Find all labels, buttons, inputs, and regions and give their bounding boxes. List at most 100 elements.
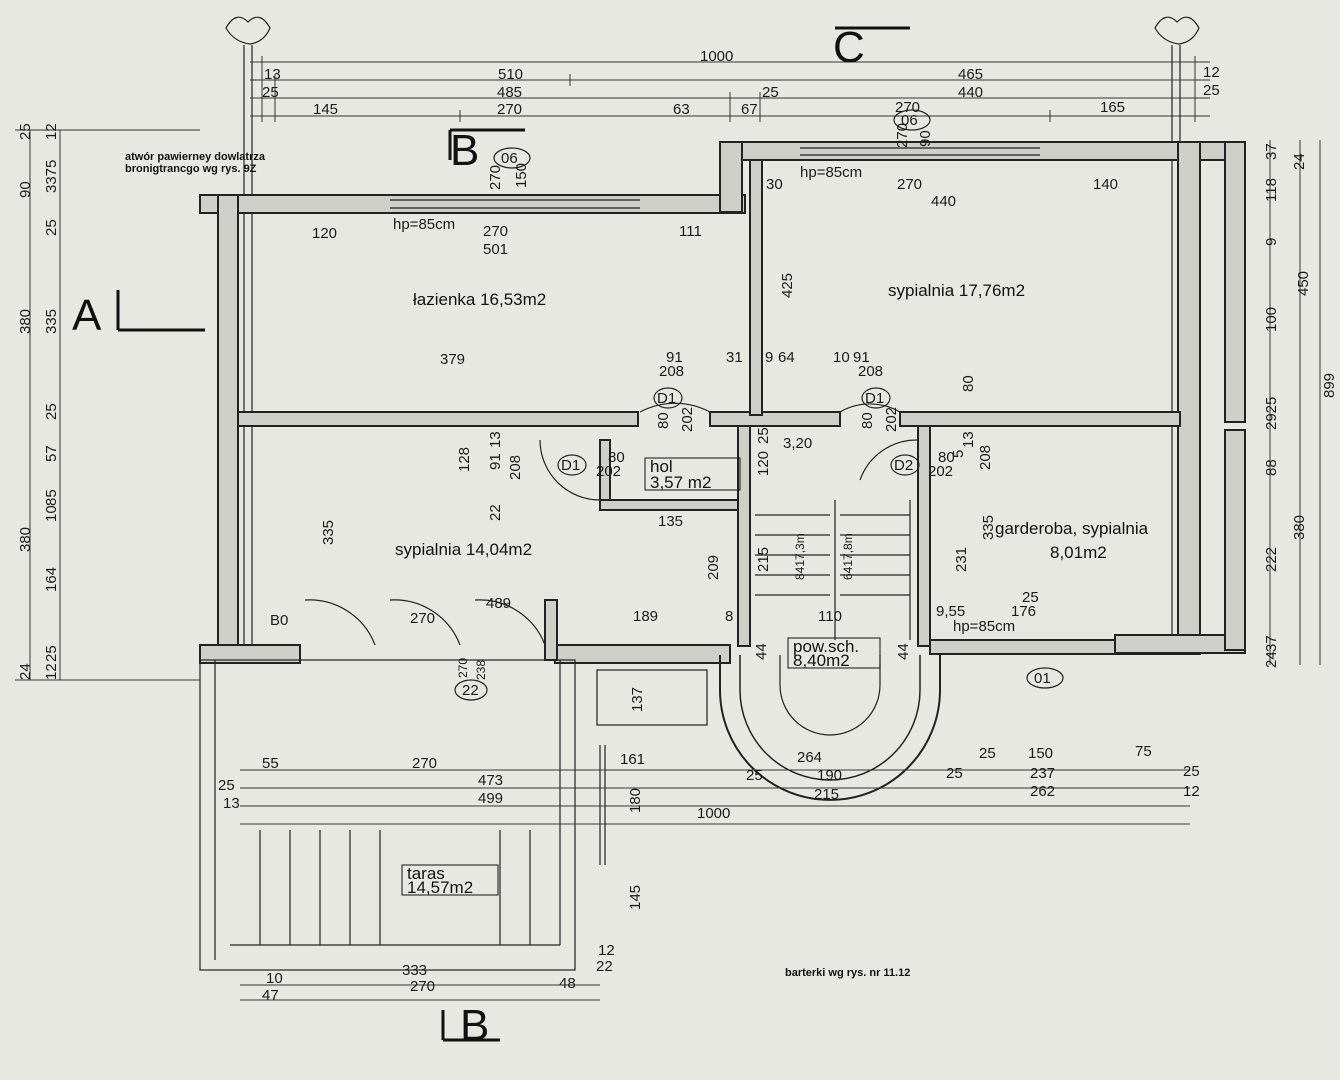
window-22-label: 22: [462, 682, 479, 699]
right-dimensions: 37 24 118 9 450 100 2925 88 380 222 37 2…: [1263, 143, 1338, 668]
dim-inner-31: 31: [726, 349, 743, 366]
dim-left-90: 90: [17, 181, 34, 198]
dim-inner-44b: 44: [895, 643, 912, 660]
room-hol-area: 3,57 m2: [650, 473, 711, 492]
dim-inner-202c: 202: [883, 407, 900, 432]
room-sypialnia-1: sypialnia 17,76m2: [888, 281, 1025, 300]
dim-bottom-145: 145: [627, 885, 644, 910]
dim-top-270b: 270: [895, 99, 920, 116]
dim-inner-80b: 80: [608, 449, 625, 466]
section-b-bottom-label: B: [460, 1001, 489, 1050]
room-pow-sch-area: 8,40m2: [793, 651, 850, 670]
staircase: [719, 500, 941, 801]
dim-top-25b: 25: [762, 84, 779, 101]
dim-inner-501: 501: [483, 241, 508, 258]
dim-inner-270c: 270: [410, 610, 435, 627]
dim-inner-25: 25: [755, 427, 772, 444]
dim-right-118: 118: [1263, 178, 1280, 202]
dim-inner-30: 30: [766, 176, 783, 193]
dim-window-150a: 150: [513, 163, 530, 188]
window-01-label: 01: [1034, 670, 1051, 687]
top-dimension-lines: [250, 56, 1210, 122]
room-garderoba-1: garderoba, sypialnia: [995, 519, 1149, 538]
dim-top-12: 12: [1203, 64, 1220, 81]
dim-inner-10: 10: [833, 349, 850, 366]
dim-bottom-25c: 25: [746, 767, 763, 784]
dim-inner-137: 137: [629, 687, 646, 712]
dim-inner-6417: 6417,8m: [841, 533, 855, 580]
dim-inner-140: 140: [1093, 176, 1118, 193]
dim-bottom-25e: 25: [1183, 763, 1200, 780]
dim-top-465: 465: [958, 66, 983, 83]
dim-inner-202d: 202: [928, 463, 953, 480]
left-dimension-lines: [15, 129, 200, 681]
dim-left-335: 335: [43, 309, 60, 334]
dim-bottom-180: 180: [627, 788, 644, 813]
inner-dimensions: 120 270 111 501 30 270 140 440 379 91 31…: [312, 123, 1118, 712]
note-hp-left: hp=85cm: [393, 216, 455, 233]
dim-bottom-13: 13: [223, 795, 240, 812]
dim-inner-128: 128: [456, 447, 473, 472]
dim-inner-335: 335: [320, 520, 337, 545]
dim-bottom-1000: 1000: [697, 805, 730, 822]
dim-window-270a: 270: [487, 165, 504, 190]
dim-bottom-499: 499: [478, 790, 503, 807]
note-railing: barterki wg rys. nr 11.12: [785, 967, 910, 979]
dim-right-9: 9: [1263, 238, 1280, 246]
dim-inner-9: 9: [765, 349, 773, 366]
dim-left-380b: 380: [17, 527, 34, 552]
dim-inner-176: 176: [1011, 603, 1036, 620]
dim-bottom-12b: 12: [598, 942, 615, 959]
dim-inner-425: 425: [779, 273, 796, 298]
section-markers: A B C B: [72, 23, 910, 1050]
dim-right-37b: 37: [1263, 635, 1280, 652]
dim-top-25a: 25: [262, 84, 279, 101]
room-taras: taras: [407, 864, 445, 883]
dim-bottom-12a: 12: [1183, 783, 1200, 800]
dim-left-85: 85: [43, 489, 60, 506]
dim-top-165: 165: [1100, 99, 1125, 116]
room-lazienka: łazienka 16,53m2: [413, 290, 546, 309]
dim-left-24: 24: [17, 663, 34, 680]
dim-inner-13: 13: [960, 431, 977, 448]
door-d1-b: D1: [865, 390, 884, 407]
dim-inner-111: 111: [679, 223, 702, 240]
dim-inner-80d: 80: [938, 449, 955, 466]
dim-inner-8: 8: [725, 608, 733, 625]
dim-right-88: 88: [1263, 459, 1280, 476]
dim-bottom-270b: 270: [410, 978, 435, 995]
dim-inner-379: 379: [440, 351, 465, 368]
dim-top-63: 63: [673, 101, 690, 118]
dim-inner-270b: 270: [897, 176, 922, 193]
dim-bottom-150: 150: [1028, 745, 1053, 762]
dim-left-10: 10: [43, 505, 60, 522]
dim-right-100: 100: [1263, 307, 1280, 332]
dim-bottom-55: 55: [262, 755, 279, 772]
terrace: [199, 659, 708, 971]
dim-top-25c: 25: [1203, 82, 1220, 99]
dim-inner-135: 135: [658, 513, 683, 530]
dim-inner-80: 80: [960, 375, 977, 392]
dim-top-13: 13: [264, 66, 281, 83]
dim-top-67: 67: [741, 101, 758, 118]
door-d1-c: D1: [561, 457, 580, 474]
section-a-label: A: [72, 291, 102, 340]
room-hol: hol: [650, 457, 673, 476]
dim-inner-44a: 44: [753, 643, 770, 660]
dim-inner-209: 209: [705, 555, 722, 580]
dim-top-440: 440: [958, 84, 983, 101]
dim-left-380a: 380: [17, 309, 34, 334]
dim-top-145: 145: [313, 101, 338, 118]
dim-left-25a: 25: [17, 123, 34, 140]
dim-window-270b: 270: [894, 123, 911, 148]
notes: atwór pawierney dowlatrza bronigtrancgo …: [125, 151, 1015, 979]
dim-inner-80c: 80: [859, 412, 876, 429]
door-labels: D1 D1 D1 D2 B0: [270, 387, 920, 629]
dim-window-90: 90: [917, 130, 934, 147]
dim-bottom-25d: 25: [946, 765, 963, 782]
dim-right-450: 450: [1295, 271, 1312, 296]
dim-inner-91b: 91: [853, 349, 870, 366]
dim-right-380: 380: [1291, 515, 1308, 540]
dim-right-899: 899: [1321, 373, 1338, 398]
